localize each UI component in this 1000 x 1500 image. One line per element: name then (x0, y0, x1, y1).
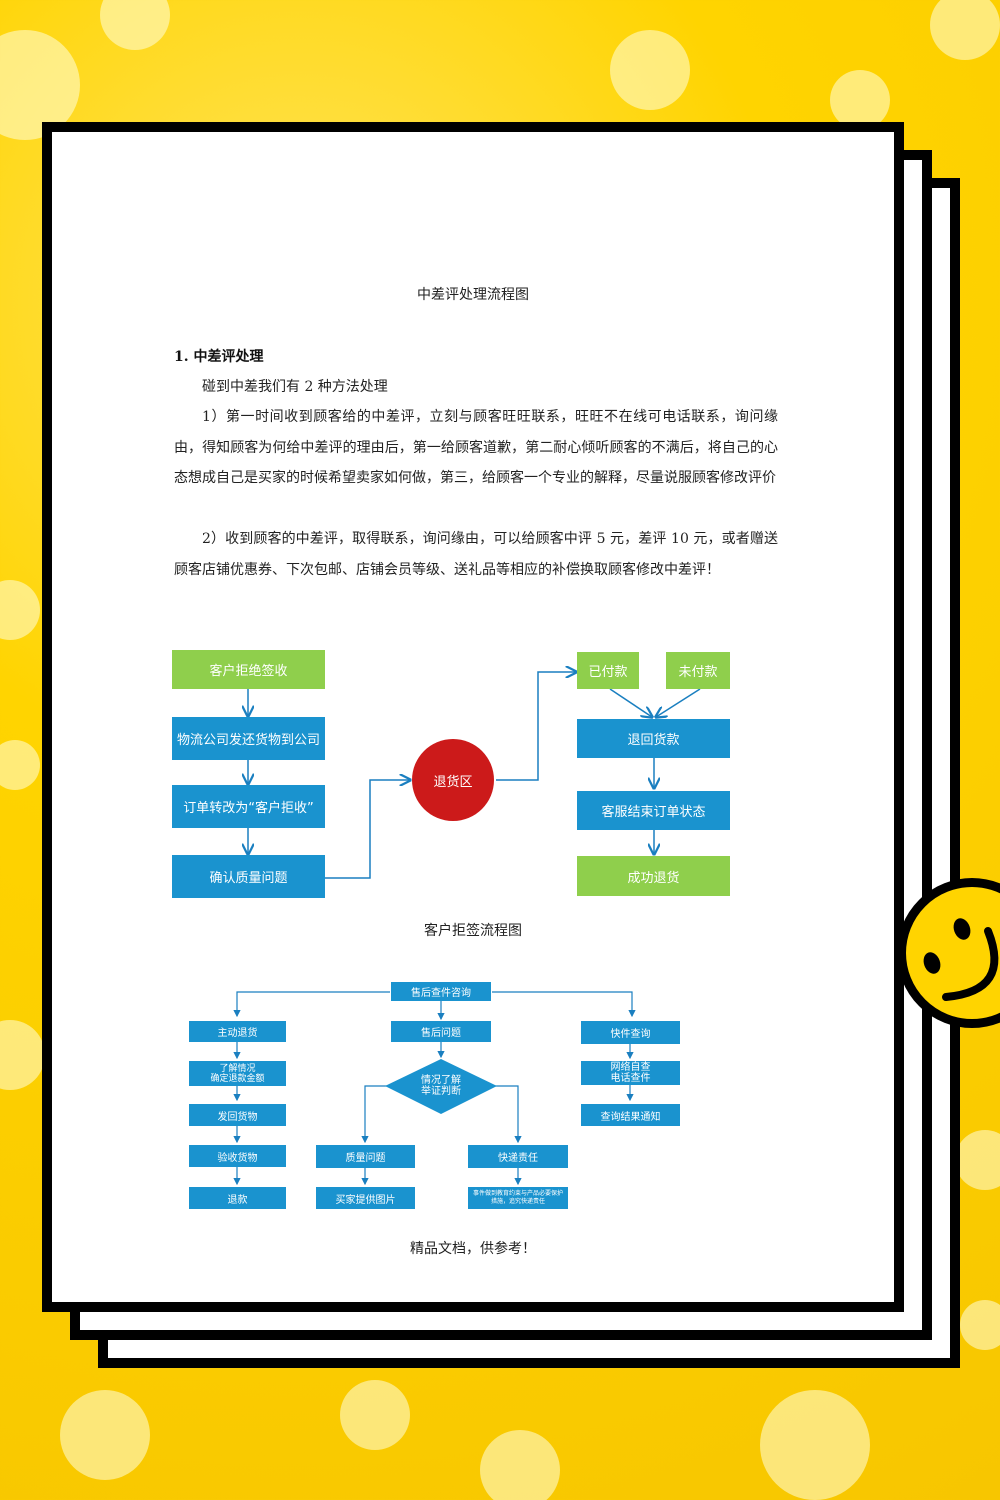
document-footer: 精品文档，供参考！ (410, 1241, 536, 1257)
flow1-refund-node: 退回货款 (577, 719, 730, 758)
flow2-inspect-node: 验收货物 (189, 1145, 286, 1167)
flow2-express-query-node: 快件查询 (581, 1021, 680, 1044)
intro-paragraph: 碰到中差我们有 2 种方法处理 (202, 379, 388, 395)
flow1-unpaid-node: 未付款 (666, 652, 730, 689)
flow1-return-area-node: 退货区 (433, 774, 473, 790)
flow2-send-back-node: 发回货物 (189, 1104, 286, 1126)
flow2-buyer-photo-node: 买家提供图片 (316, 1187, 415, 1209)
flow1-refuse-node: 客户拒绝签收 (172, 650, 325, 689)
flow1-return-goods-node: 物流公司发还货物到公司 (172, 717, 325, 760)
method-two-paragraph: 2）收到顾客的中差评，取得联系，询问缘由，可以给顾客中评 5 元，差评 10 元… (174, 531, 778, 578)
document-page: 中差评处理流程图 1. 中差评处理 碰到中差我们有 2 种方法处理 1）第一时间… (52, 132, 894, 1302)
after-sale-flowchart: 售后查件咨询 主动退货 了解情况 确定退款金额 发回货物 验收货物 退款 售后问… (52, 132, 894, 1302)
after-sale-flowchart-connectors (233, 991, 636, 1186)
flow2-notify-node: 查询结果通知 (581, 1104, 680, 1126)
flow2-online-check-node: 网络自查 电话查件 (581, 1061, 680, 1085)
flow2-quality-issue-node: 质量问题 (316, 1145, 415, 1168)
flow1-close-order-node: 客服结束订单状态 (577, 791, 730, 830)
refusal-flowchart: 客户拒绝签收 物流公司发还货物到公司 订单转改为“客户拒收” 确认质量问题 退货… (52, 132, 894, 1302)
refusal-flowchart-connectors (52, 132, 701, 879)
document-title: 中差评处理流程图 (417, 287, 529, 303)
flow2-courier-note-node: 事件做到教育约束与产品必要保护措施，追究快递责任 (468, 1187, 568, 1209)
flow2-after-sale-node: 售后问题 (391, 1021, 491, 1042)
section-heading: 1. 中差评处理 (174, 349, 264, 365)
flow2-consult-node: 售后查件咨询 (391, 982, 491, 1001)
flow2-active-return-node: 主动退货 (189, 1021, 286, 1042)
flow1-paid-node: 已付款 (577, 652, 639, 689)
flow2-judge-node: 情况了解 举证判断 (421, 1075, 461, 1097)
flow1-order-status-node: 订单转改为“客户拒收” (172, 785, 325, 828)
flow1-caption: 客户拒签流程图 (424, 923, 522, 939)
method-one-paragraph: 1）第一时间收到顾客给的中差评，立刻与顾客旺旺联系，旺旺不在线可电话联系，询问缘… (174, 409, 778, 486)
flow2-refund-node: 退款 (189, 1187, 286, 1209)
smiley-face-icon (897, 878, 1000, 1028)
flow1-success-node: 成功退货 (577, 856, 730, 896)
flow2-understand-node: 了解情况 确定退款金额 (189, 1061, 286, 1086)
flow2-courier-resp-node: 快递责任 (468, 1145, 568, 1168)
flow1-quality-node: 确认质量问题 (172, 855, 325, 898)
